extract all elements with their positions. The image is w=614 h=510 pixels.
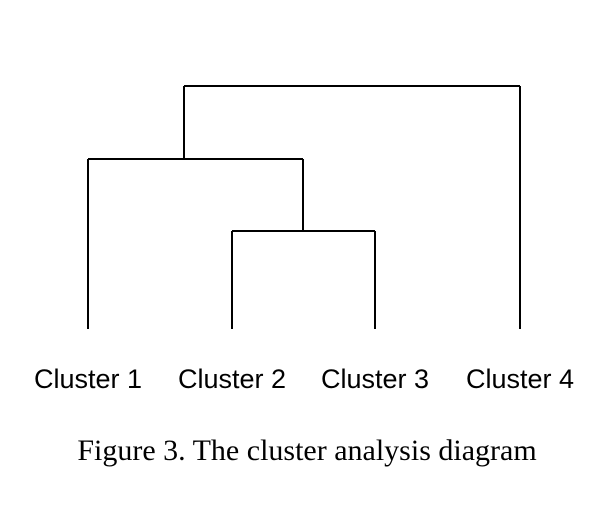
- cluster-label-2: Cluster 2: [177, 364, 287, 394]
- cluster-label-3: Cluster 3: [320, 364, 430, 394]
- cluster-label-4: Cluster 4: [465, 364, 575, 394]
- figure-caption: Figure 3. The cluster analysis diagram: [77, 434, 537, 467]
- cluster-label-1: Cluster 1: [33, 364, 143, 394]
